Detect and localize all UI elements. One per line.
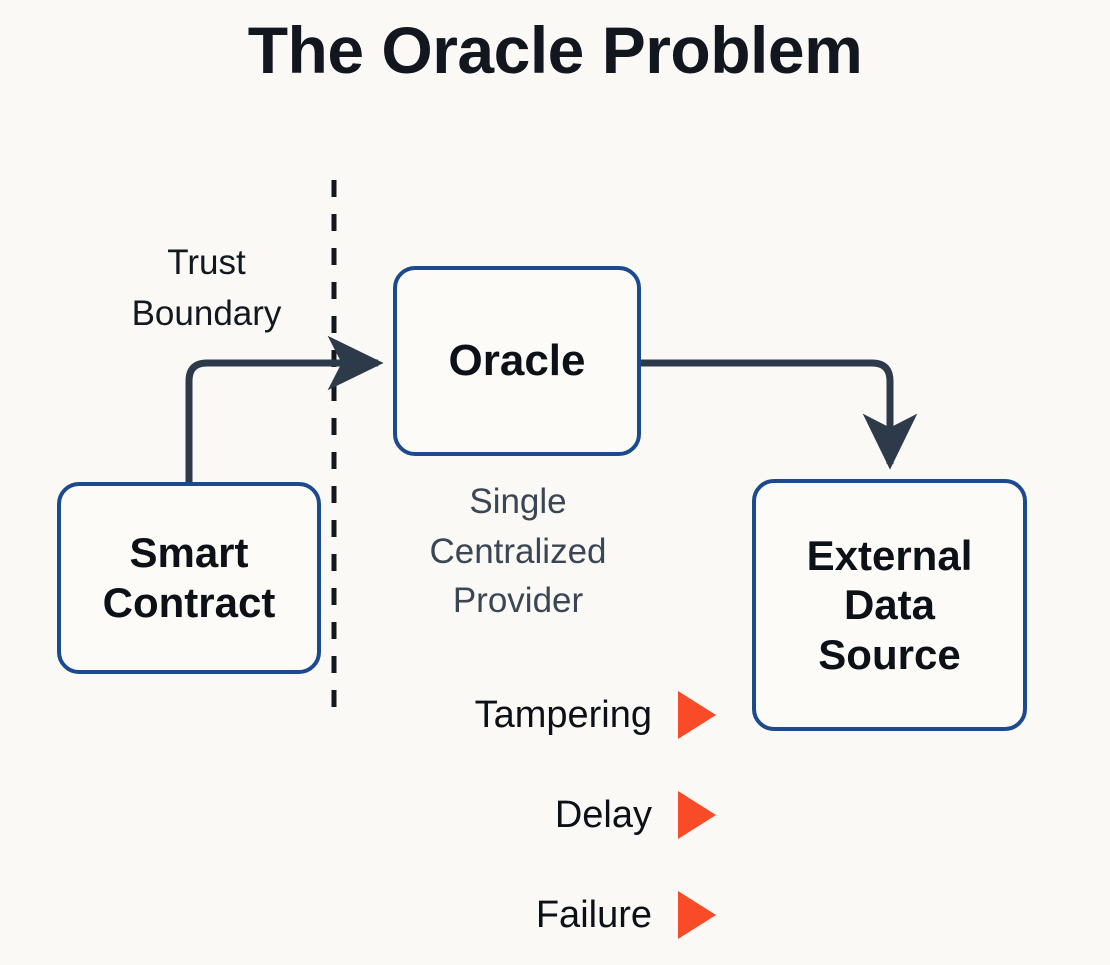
node-oracle[interactable]: Oracle [393, 266, 641, 456]
triangle-right-icon [678, 691, 716, 739]
risk-list: Tampering Delay Failure [360, 665, 720, 965]
triangle-right-icon [678, 791, 716, 839]
risk-row-failure: Failure [360, 865, 720, 965]
node-smart-contract-line1: Smart [129, 529, 249, 577]
node-external-data-source[interactable]: External Data Source [752, 479, 1027, 731]
trust-boundary-label-line2: Boundary [131, 293, 282, 333]
node-smart-contract[interactable]: Smart Contract [57, 482, 321, 674]
node-smart-contract-line2: Contract [102, 579, 276, 626]
trust-boundary-label-line1: Trust [167, 243, 246, 282]
node-oracle-caption-line3: Provider [452, 581, 584, 621]
diagram-canvas: The Oracle Problem Trust Boundary Smart … [57, 13, 1027, 939]
node-oracle-caption-line2: Centralized [429, 531, 607, 571]
node-external-data-source-line3: Source [818, 630, 961, 678]
edge-oracle-to-external-data-source [641, 359, 918, 470]
node-oracle-caption: Single Centralized Provider [392, 477, 644, 626]
risk-label-failure: Failure [535, 893, 652, 936]
risk-label-tampering: Tampering [474, 693, 652, 736]
node-external-data-source-label: External Data Source [807, 531, 973, 680]
trust-boundary-label: Trust Boundary [104, 238, 309, 340]
triangle-right-icon [678, 891, 716, 939]
node-oracle-caption-line1: Single [469, 482, 567, 521]
node-oracle-label: Oracle [448, 336, 586, 386]
node-external-data-source-line1: External [806, 531, 973, 579]
node-external-data-source-line2: Data [843, 581, 936, 629]
risk-label-delay: Delay [554, 793, 652, 836]
edge-smart-contract-to-oracle [185, 335, 384, 482]
node-smart-contract-label: Smart Contract [103, 528, 276, 627]
risk-row-delay: Delay [360, 765, 720, 865]
page-title: The Oracle Problem [247, 13, 863, 87]
risk-row-tampering: Tampering [360, 665, 720, 765]
